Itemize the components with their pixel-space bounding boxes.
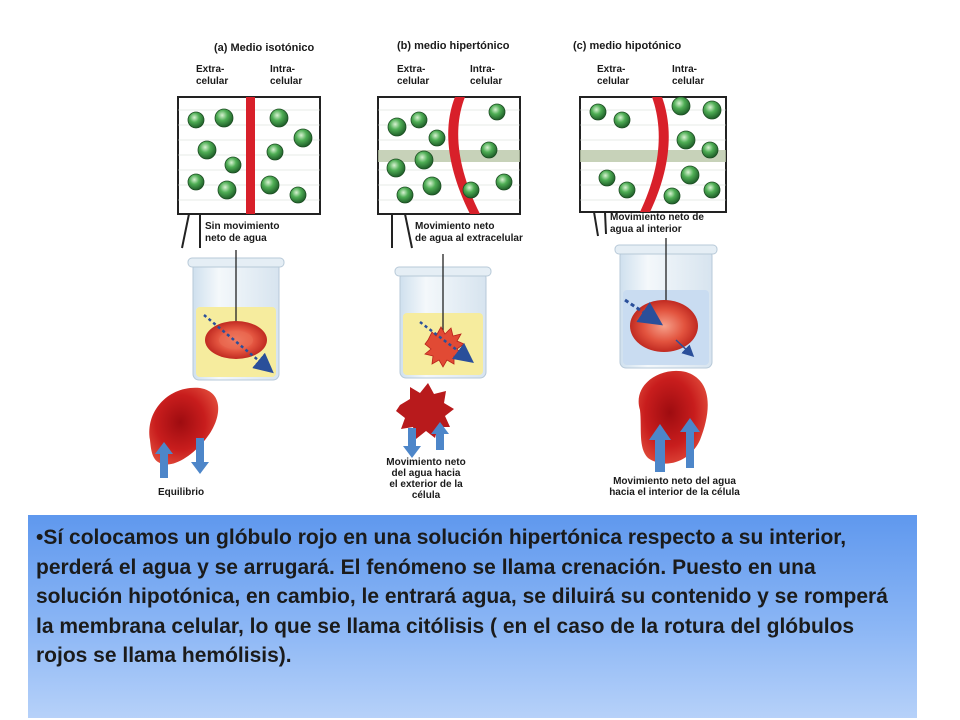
- panel-b-title: (b) medio hipertónico: [397, 40, 510, 52]
- water-arrows: [649, 418, 700, 472]
- panel-c-intra-label: Intra- celular: [672, 64, 704, 88]
- panel-a-extra-label: Extra- celular: [196, 64, 228, 88]
- movement-label-line: de agua al extracelular: [415, 233, 523, 244]
- panel-a-intra-label: Intra- celular: [270, 64, 302, 88]
- movement-label-line: neto de agua: [205, 233, 267, 244]
- panel-c-extra-label: Extra- celular: [597, 64, 629, 88]
- explanation-box: •Sí colocamos un glóbulo rojo en una sol…: [28, 515, 917, 718]
- panel-hypertonic: [377, 96, 521, 458]
- intra-label-line: celular: [470, 76, 503, 87]
- beaker: [187, 250, 285, 381]
- caption-line: hacia el interior de la célula: [609, 487, 740, 498]
- water-arrows: [403, 422, 449, 458]
- red-blood-cell: [149, 387, 219, 465]
- extra-label-line: Extra-: [196, 64, 225, 75]
- membrane: [448, 97, 480, 214]
- osmosis-diagram: [149, 96, 727, 478]
- panel-c-movement-label: Movimiento neto de agua al interior: [610, 212, 704, 236]
- panel-b-movement-label: Movimiento neto de agua al extracelular: [415, 221, 523, 245]
- panel-b-caption: Movimiento neto del agua hacia el exteri…: [372, 457, 480, 501]
- caption-line: Movimiento neto del agua: [613, 476, 736, 487]
- panel-a-caption: Equilibrio: [158, 487, 204, 498]
- movement-label-line: Sin movimiento: [205, 221, 280, 232]
- extra-label-line: Extra-: [397, 64, 426, 75]
- extra-label-line: celular: [597, 76, 630, 87]
- water-arrows: [155, 438, 209, 478]
- panel-a-movement-label: Sin movimiento neto de agua: [205, 221, 279, 245]
- caption-line: Movimiento neto: [386, 457, 466, 468]
- panel-b-intra-label: Intra- celular: [470, 64, 502, 88]
- extra-label-line: Extra-: [597, 64, 626, 75]
- panel-isotonic: [149, 96, 321, 478]
- panel-hypotonic: [579, 96, 727, 472]
- panel-c-title: (c) medio hipotónico: [573, 40, 682, 52]
- intra-label-line: celular: [672, 76, 705, 87]
- caption-line: del agua hacia: [391, 468, 461, 479]
- intra-label-line: Intra-: [470, 64, 495, 75]
- intra-label-line: celular: [270, 76, 303, 87]
- beaker: [394, 254, 492, 379]
- caption-line: el exterior de la: [389, 479, 463, 490]
- extra-label-line: celular: [397, 76, 430, 87]
- extra-label-line: celular: [196, 76, 229, 87]
- beaker: [614, 238, 718, 369]
- intra-label-line: Intra-: [672, 64, 697, 75]
- panel-b-extra-label: Extra- celular: [397, 64, 429, 88]
- movement-label-line: Movimiento neto de: [610, 212, 704, 223]
- intra-label-line: Intra-: [270, 64, 295, 75]
- panel-a-title: (a) Medio isotónico: [214, 42, 315, 54]
- swollen-cell: [630, 300, 698, 352]
- membrane: [640, 97, 669, 212]
- membrane: [246, 97, 255, 214]
- movement-label-line: agua al interior: [610, 224, 682, 235]
- explanation-text: •Sí colocamos un glóbulo rojo en una sol…: [36, 526, 888, 667]
- caption-line: Equilibrio: [158, 487, 205, 498]
- movement-label-line: Movimiento neto: [415, 221, 495, 232]
- panel-c-caption: Movimiento neto del agua hacia el interi…: [592, 476, 757, 498]
- solute-molecules: [187, 108, 313, 204]
- caption-line: célula: [411, 490, 441, 501]
- swollen-red-cell: [638, 370, 708, 464]
